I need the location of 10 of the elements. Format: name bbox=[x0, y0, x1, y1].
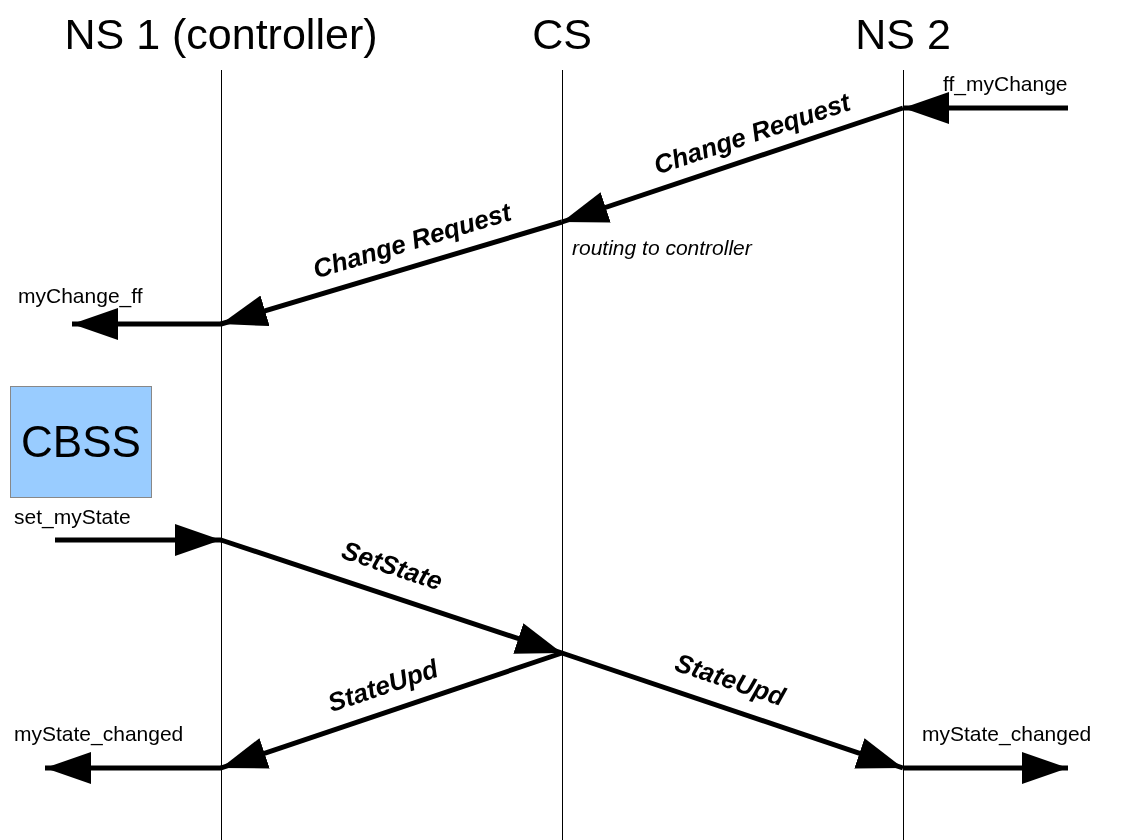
participant-label: NS 1 (controller) bbox=[64, 9, 378, 60]
signal-label: myState_changed bbox=[922, 722, 1092, 746]
note-text: routing to controller bbox=[572, 236, 752, 260]
process-box: CBSS bbox=[10, 386, 152, 498]
signal-label: myChange_ff bbox=[18, 284, 143, 308]
signal-label: set_myState bbox=[14, 505, 131, 529]
signal-label: myState_changed bbox=[14, 722, 184, 746]
signal-label: ff_myChange bbox=[943, 72, 1068, 96]
participant-label: CS bbox=[532, 9, 592, 60]
participant-label: NS 2 bbox=[855, 9, 951, 60]
